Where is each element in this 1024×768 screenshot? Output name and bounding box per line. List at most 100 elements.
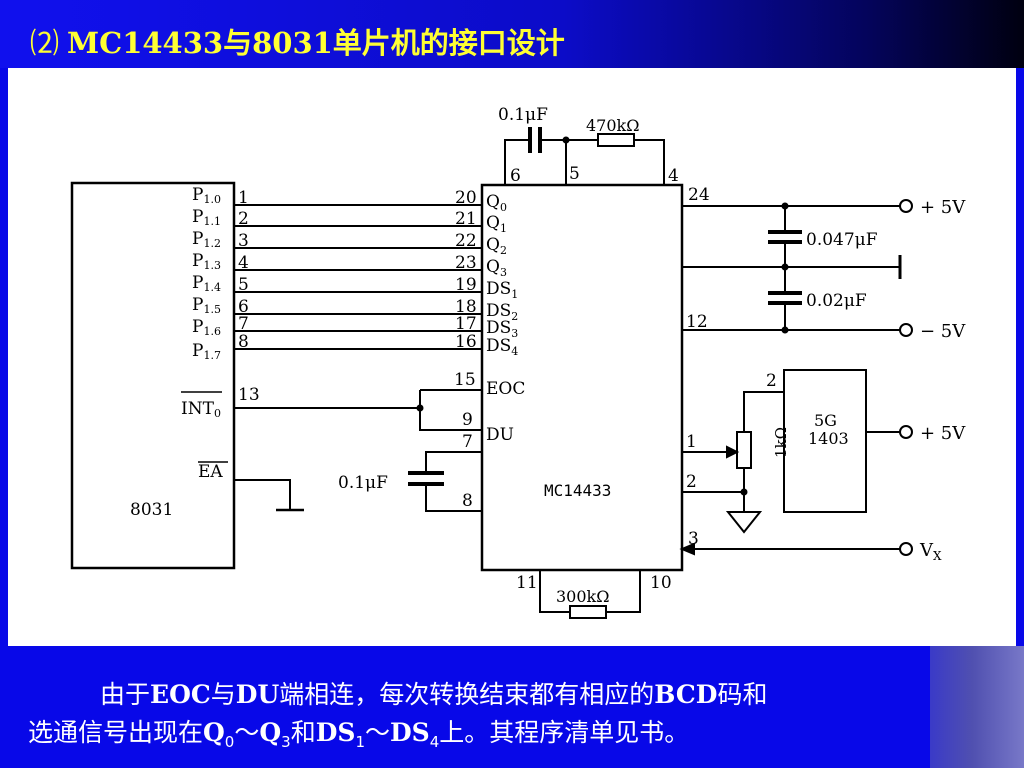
junction-dot xyxy=(562,136,570,144)
pin3-number: 3 xyxy=(688,529,699,549)
mcu-pin-number: 4 xyxy=(238,253,249,273)
adc-signal-label: Q3 xyxy=(486,257,507,279)
mcu-label: 8031 xyxy=(130,500,173,520)
junction-dot xyxy=(781,202,789,210)
pin8-number: 8 xyxy=(462,491,473,511)
port-pin-label: P1.3 xyxy=(192,251,221,272)
cap-left-wire-bottom xyxy=(425,484,482,512)
top-wire-pin6 xyxy=(504,139,530,185)
pot-body xyxy=(736,431,752,469)
pin1-number: 1 xyxy=(686,432,697,452)
terminal-plus5v-2 xyxy=(899,425,913,439)
bottom-wire-pin10 xyxy=(606,570,641,613)
note-line-2: 选通信号出现在Q0～Q3和DS1～DS4上。其程序清单见书。 xyxy=(28,718,690,751)
pin11-number: 11 xyxy=(516,573,538,593)
mcu-pin-number: 6 xyxy=(238,297,249,317)
pin24-number: 24 xyxy=(688,185,710,205)
res-top xyxy=(597,133,635,147)
port-pin-label: P1.7 xyxy=(192,341,221,362)
pin5-number: 5 xyxy=(569,164,580,184)
ea-wire xyxy=(234,479,291,510)
int-pin-label: INT0 xyxy=(181,399,221,420)
mcu-pin-number: 8 xyxy=(238,332,249,352)
vx-arrow xyxy=(679,542,695,556)
pin6-number: 6 xyxy=(510,166,521,186)
adc-signal-label: Q1 xyxy=(486,213,507,235)
du-wire xyxy=(419,390,482,431)
adc-pin-number: 16 xyxy=(455,332,477,352)
adc-mc14433-box xyxy=(480,183,684,572)
pin15-number: 15 xyxy=(454,370,476,390)
adc-pin-number: 20 xyxy=(455,188,477,208)
junction-dot xyxy=(416,404,424,412)
pin7-number: 7 xyxy=(462,432,473,452)
cap-047-value: 0.047μF xyxy=(806,230,878,250)
mcu-pin-number: 3 xyxy=(238,231,249,251)
adc-signal-label: DS2 xyxy=(486,301,518,323)
terminal-minus5v xyxy=(899,323,913,337)
mcu-pin-number: 5 xyxy=(238,275,249,295)
port-pin-label: P1.4 xyxy=(192,273,221,294)
res-top-value: 470kΩ xyxy=(586,116,640,135)
bottom-wire-pin11 xyxy=(539,570,570,613)
decorative-stripe xyxy=(930,646,1024,768)
wiper-arrow xyxy=(726,445,740,459)
junction-dot xyxy=(781,326,789,334)
adc-pin-number: 21 xyxy=(455,209,477,229)
pin9-number: 9 xyxy=(462,410,473,430)
pin4-number: 4 xyxy=(668,166,679,186)
adc-pin-number: 23 xyxy=(455,253,477,273)
cap-top-value: 0.1μF xyxy=(498,105,548,125)
res-bottom xyxy=(569,605,607,619)
cap-left-value: 0.1μF xyxy=(338,473,388,493)
pin10-number: 10 xyxy=(650,573,672,593)
ea-pin-label: EA xyxy=(198,462,223,482)
explanation-text: 由于EOC与DU端相连，每次转换结束都有相应的BCD码和 选通信号出现在Q0～Q… xyxy=(0,676,1000,761)
port-pin-label: P1.1 xyxy=(192,207,221,228)
plus5v-label-1: + 5V xyxy=(920,197,966,218)
title-text: MC14433与8031单片机的接口设计 xyxy=(67,26,565,60)
ref-label-2: 1403 xyxy=(808,429,849,448)
ref-pin2-number: 2 xyxy=(766,371,777,391)
pin12-number: 12 xyxy=(686,312,708,332)
junction-dot xyxy=(781,263,789,271)
ref-5g1403-box xyxy=(783,369,867,513)
ref-out-wire xyxy=(743,391,784,432)
top-wire-pin4 xyxy=(634,139,665,185)
cap-left-wire-top xyxy=(425,451,482,473)
port-pin-label: P1.5 xyxy=(192,295,221,316)
adc-pin-number: 18 xyxy=(455,297,477,317)
adc-label: MC14433 xyxy=(544,481,611,500)
cap-02-value: 0.02μF xyxy=(806,291,867,311)
adc-pin-number: 22 xyxy=(455,231,477,251)
ref-label-1: 5G xyxy=(814,411,837,430)
slide-title: ⑵MC14433与8031单片机的接口设计 xyxy=(30,20,565,62)
eoc-label: EOC xyxy=(486,379,525,399)
du-label: DU xyxy=(486,425,514,445)
port-pin-label: P1.0 xyxy=(192,185,221,206)
note-line-1: 由于EOC与DU端相连，每次转换结束都有相应的BCD码和 xyxy=(100,680,768,709)
mcu-pin-number: 1 xyxy=(238,188,249,208)
ground-triangle xyxy=(725,511,763,534)
terminal-vx xyxy=(899,542,913,556)
mcu-8031-box xyxy=(70,181,236,570)
adc-pin-number: 17 xyxy=(455,314,477,334)
pot-value: 1kΩ xyxy=(772,427,790,458)
junction-dot xyxy=(740,488,748,496)
adc-signal-label: Q0 xyxy=(486,192,507,214)
mcu-pin-number: 2 xyxy=(238,209,249,229)
adc-signal-label: DS1 xyxy=(486,279,518,301)
adc-signal-label: DS3 xyxy=(486,318,518,340)
int-pin-number: 13 xyxy=(238,385,260,405)
vx-label: VX xyxy=(919,540,942,563)
mcu-pin-number: 7 xyxy=(238,314,249,334)
terminal-plus5v-1 xyxy=(899,199,913,213)
adc-signal-label: Q2 xyxy=(486,235,507,257)
adc-pin-number: 19 xyxy=(455,275,477,295)
adc-signal-label: DS4 xyxy=(486,336,518,358)
plus5v-label-2: + 5V xyxy=(920,423,966,444)
pin2-number: 2 xyxy=(686,472,697,492)
